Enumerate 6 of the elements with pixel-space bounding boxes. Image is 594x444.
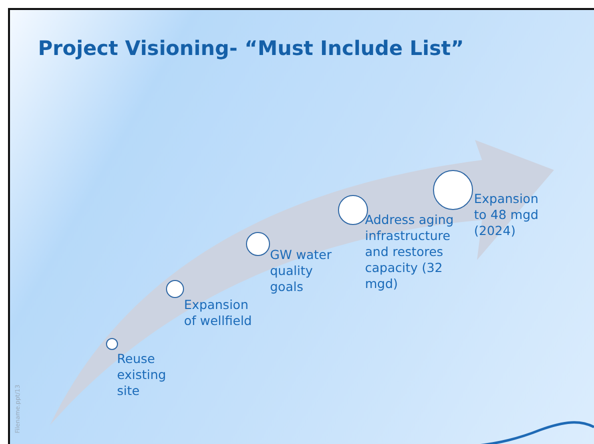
milestone-text: Expansion of wellfield (184, 297, 253, 329)
slide-title: Project Visioning- “Must Include List” (38, 36, 464, 60)
milestone-text: Reuse existing site (117, 351, 168, 399)
milestone-text: Address aging infrastructure and restores capacity (32 mgd) (365, 212, 455, 292)
milestone-text: GW water quality goals (270, 247, 333, 295)
milestone-text: Expansion to 48 mgd (2024) (474, 191, 540, 239)
